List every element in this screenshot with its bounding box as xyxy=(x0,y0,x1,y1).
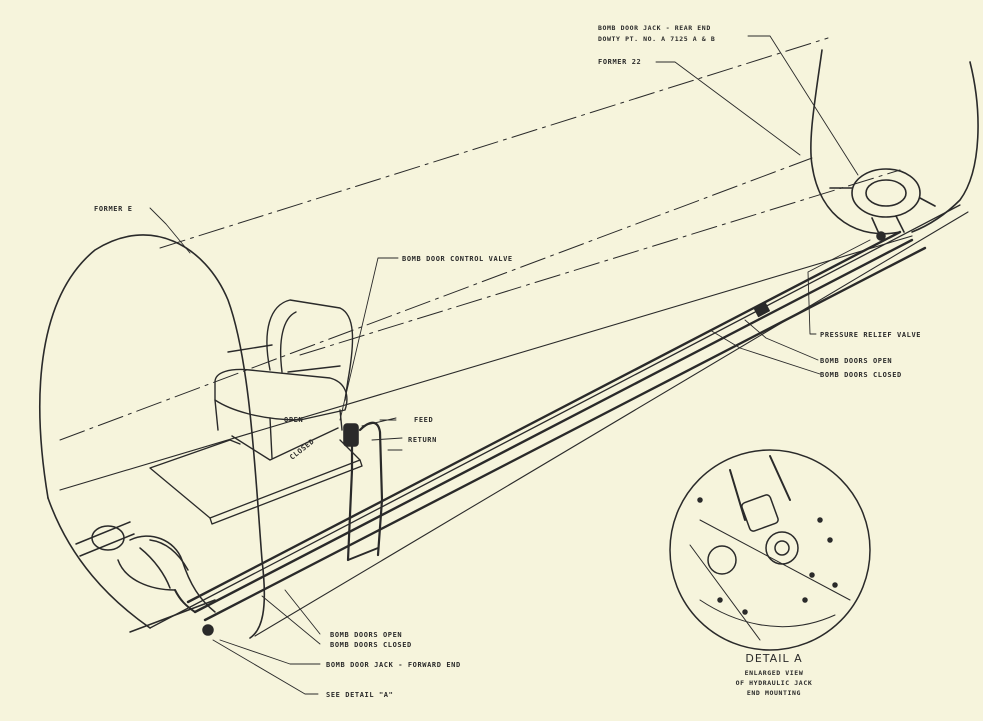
centre-lines xyxy=(59,37,901,441)
label-doors-closed-bottom: BOMB DOORS CLOSED xyxy=(330,641,412,649)
label-jack-rear-2: DOWTY PT. NO. A 7125 A & B xyxy=(598,35,715,43)
detail-a-view xyxy=(669,449,871,651)
forward-jack xyxy=(75,521,216,636)
label-doors-open-right: BOMB DOORS OPEN xyxy=(820,357,892,365)
label-doors-closed-right: BOMB DOORS CLOSED xyxy=(820,371,902,379)
leader-lines xyxy=(149,35,871,695)
relief-valve xyxy=(754,302,770,318)
label-former-22: FORMER 22 xyxy=(598,58,641,66)
label-pressure-relief: PRESSURE RELIEF VALVE xyxy=(820,331,921,339)
detail-caption-2: OF HYDRAULIC JACK xyxy=(736,679,813,687)
pipe-runs xyxy=(174,230,927,622)
label-see-detail: SEE DETAIL "A" xyxy=(326,691,393,699)
label-doors-open-bottom: BOMB DOORS OPEN xyxy=(330,631,402,639)
label-jack-rear-1: BOMB DOOR JACK - REAR END xyxy=(598,24,711,32)
label-former-e: FORMER E xyxy=(94,205,133,213)
label-feed: FEED xyxy=(414,416,433,424)
floor-panel xyxy=(149,439,363,525)
label-return: RETURN xyxy=(408,436,437,444)
control-valve xyxy=(343,417,403,562)
seat xyxy=(214,299,354,461)
detail-caption-1: ENLARGED VIEW xyxy=(745,669,804,677)
label-jack-forward: BOMB DOOR JACK - FORWARD END xyxy=(326,661,461,669)
label-valve-open: OPEN xyxy=(284,416,303,424)
detail-title: DETAIL A xyxy=(745,652,802,665)
label-control-valve: BOMB DOOR CONTROL VALVE xyxy=(402,255,513,263)
detail-caption-3: END MOUNTING xyxy=(747,689,801,697)
fuselage-outline xyxy=(39,49,979,639)
rear-jack xyxy=(829,168,936,241)
